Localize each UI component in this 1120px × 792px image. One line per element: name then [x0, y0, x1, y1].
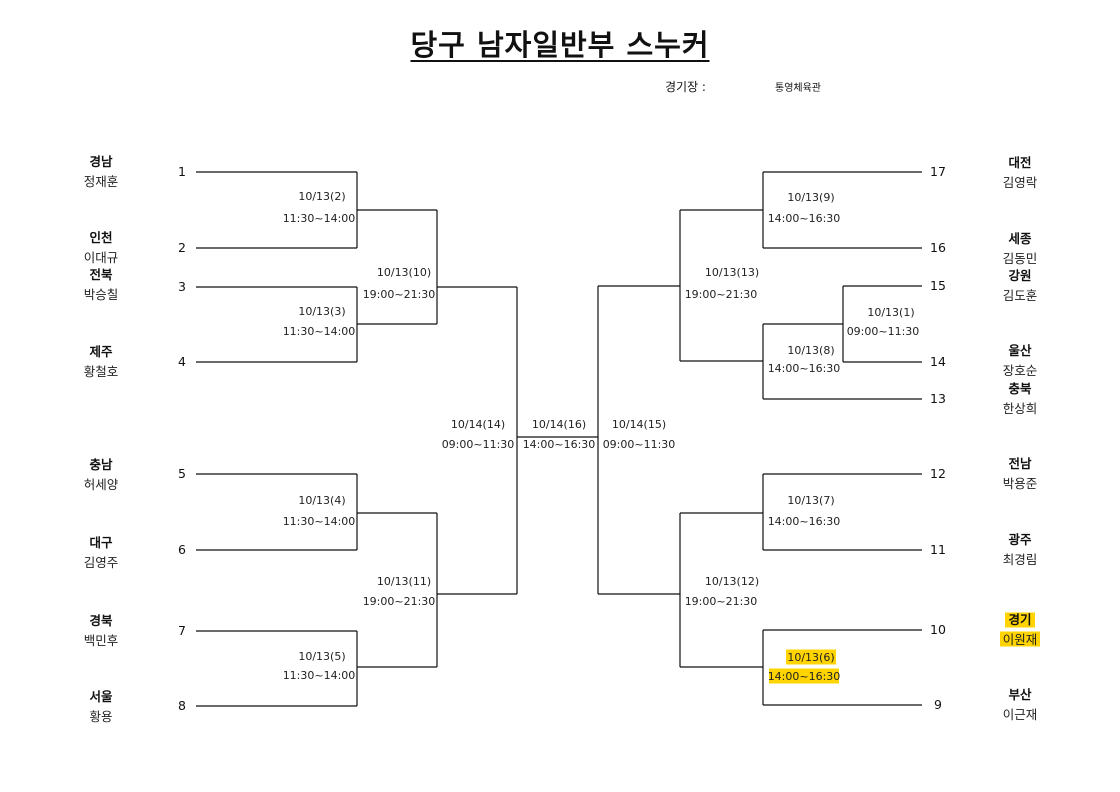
- region-1: 경남: [89, 154, 113, 169]
- region-4: 제주: [89, 344, 113, 359]
- match-date-m5: 10/13(5): [298, 650, 345, 663]
- player-1: 정재훈: [84, 174, 119, 189]
- seed-10: 10: [930, 622, 946, 637]
- player-4: 황철호: [84, 364, 119, 379]
- match-time-m12: 19:00~21:30: [685, 595, 758, 608]
- player-3: 박승칠: [84, 287, 119, 302]
- seed-11: 11: [930, 542, 946, 557]
- seed-15: 15: [930, 278, 946, 293]
- region-17: 대전: [1008, 155, 1031, 170]
- title-text: 당구 남자일반부 스누커: [410, 28, 710, 62]
- player-11: 최경림: [1003, 552, 1038, 567]
- highlight-region-10: [1005, 612, 1035, 628]
- bracket-lines: [196, 171, 922, 707]
- player-2: 이대규: [84, 250, 119, 265]
- player-12: 박용준: [1003, 476, 1038, 491]
- region-2: 인천: [89, 230, 112, 245]
- player-7: 백민후: [84, 633, 119, 648]
- match-time-m3: 11:30~14:00: [283, 325, 356, 338]
- region-12: 전남: [1008, 456, 1032, 471]
- region-6: 대구: [89, 535, 113, 550]
- highlight-layer: [769, 612, 1040, 684]
- region-13: 충북: [1008, 381, 1032, 396]
- match-date-m16: 10/14(16): [532, 418, 586, 431]
- match-time-m2: 11:30~14:00: [283, 212, 356, 225]
- region-11: 광주: [1008, 532, 1032, 547]
- match-date-m4: 10/13(4): [298, 494, 345, 507]
- highlight-player-10: [1000, 631, 1040, 647]
- match-date-m7: 10/13(7): [787, 494, 834, 507]
- seed-13: 13: [930, 391, 946, 406]
- match-date-m10: 10/13(10): [377, 266, 431, 279]
- match-time-m4: 11:30~14:00: [283, 515, 356, 528]
- match-time-m5: 11:30~14:00: [283, 669, 356, 682]
- match-date-m12: 10/13(12): [705, 575, 759, 588]
- match-time-m16: 14:00~16:30: [523, 438, 596, 451]
- match-date-m1: 10/13(1): [867, 306, 914, 319]
- match-time-m7: 14:00~16:30: [768, 515, 841, 528]
- match-date-m11: 10/13(11): [377, 575, 431, 588]
- seed-12: 12: [930, 466, 946, 481]
- seed-4: 4: [178, 354, 186, 369]
- page-title: 당구 남자일반부 스누커: [0, 22, 1120, 64]
- seed-9: 9: [934, 697, 942, 712]
- seed-2: 2: [178, 240, 186, 255]
- player-13: 한상희: [1003, 401, 1038, 416]
- match-time-m11: 19:00~21:30: [363, 595, 436, 608]
- seed-17: 17: [930, 164, 946, 179]
- match-date-m6: 10/13(6): [787, 651, 834, 664]
- venue-name: 통영체육관: [775, 83, 821, 94]
- player-8: 황용: [89, 709, 112, 724]
- match-time-m6: 14:00~16:30: [768, 670, 841, 683]
- player-6: 김영주: [84, 555, 119, 570]
- region-10: 경기: [1008, 612, 1031, 627]
- player-16: 김동민: [1003, 251, 1038, 266]
- player-9: 이근재: [1003, 707, 1038, 722]
- match-date-m3: 10/13(3): [298, 305, 345, 318]
- match-time-m13: 19:00~21:30: [685, 288, 758, 301]
- highlight-time-m6: [769, 668, 839, 684]
- match-date-m13: 10/13(13): [705, 266, 759, 279]
- match-time-m14: 09:00~11:30: [442, 438, 515, 451]
- match-time-m15: 09:00~11:30: [603, 438, 676, 451]
- region-15: 강원: [1008, 268, 1031, 283]
- match-date-m8: 10/13(8): [787, 344, 834, 357]
- seed-3: 3: [178, 279, 186, 294]
- match-date-m15: 10/14(15): [612, 418, 666, 431]
- region-3: 전북: [89, 267, 113, 282]
- player-10: 이원재: [1003, 632, 1038, 647]
- region-9: 부산: [1008, 687, 1032, 702]
- match-time-m10: 19:00~21:30: [363, 288, 436, 301]
- player-5: 허세양: [84, 477, 119, 492]
- player-17: 김영락: [1003, 175, 1038, 190]
- highlight-date-m6: [786, 649, 836, 665]
- match-date-m14: 10/14(14): [451, 418, 505, 431]
- seed-14: 14: [930, 354, 946, 369]
- seed-6: 6: [178, 542, 186, 557]
- player-15: 김도훈: [1003, 288, 1038, 303]
- region-5: 충남: [89, 457, 113, 472]
- region-16: 세종: [1008, 231, 1032, 246]
- venue-label: 경기장 :: [665, 80, 706, 94]
- seed-8: 8: [178, 698, 186, 713]
- region-7: 경북: [89, 613, 113, 628]
- match-date-m9: 10/13(9): [787, 191, 834, 204]
- match-time-m8: 14:00~16:30: [768, 362, 841, 375]
- seed-1: 1: [178, 164, 186, 179]
- match-time-m9: 14:00~16:30: [768, 212, 841, 225]
- player-14: 장호순: [1003, 363, 1038, 378]
- region-8: 서울: [89, 689, 113, 704]
- seed-7: 7: [178, 623, 186, 638]
- match-date-m2: 10/13(2): [298, 190, 345, 203]
- match-time-m1: 09:00~11:30: [847, 325, 920, 338]
- seed-5: 5: [178, 466, 186, 481]
- region-14: 울산: [1008, 343, 1032, 358]
- seed-16: 16: [930, 240, 946, 255]
